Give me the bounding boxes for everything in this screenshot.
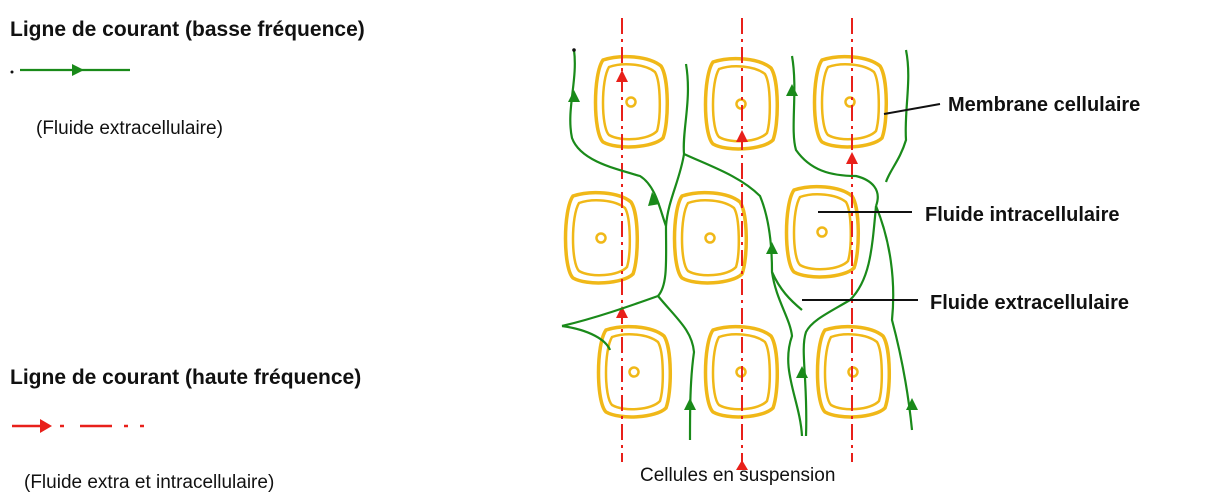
legend-high-frequency-title: Ligne de courant (haute fréquence) [10,366,362,389]
label-membrane: Membrane cellulaire [948,94,1141,116]
cell [672,190,749,285]
legend-high-frequency-note: (Fluide extra et intracellulaire) [24,472,275,493]
legend-low-frequency-title: Ligne de courant (basse fréquence) [10,18,365,41]
caption-cells-in-suspension: Cellules en suspension [640,465,836,486]
cell [596,324,673,419]
legend-high-frequency-sample [12,419,144,433]
cell [815,324,892,419]
legend-low-frequency-note: (Fluide extracellulaire) [36,118,223,139]
label-extracellular-fluid: Fluide extracellulaire [930,292,1129,314]
high-frequency-arrows [616,70,858,470]
low-frequency-arrows [568,84,918,410]
label-intracellular-fluid: Fluide intracellulaire [925,204,1120,226]
cell [784,184,861,279]
legend-low-frequency-sample [10,64,130,76]
leader-lines [802,103,941,301]
cell [563,190,640,285]
leader-membrane [883,103,941,115]
cell-grid [563,54,892,419]
cell [812,54,889,149]
high-frequency-current-lines [621,18,853,462]
cell [593,54,670,149]
